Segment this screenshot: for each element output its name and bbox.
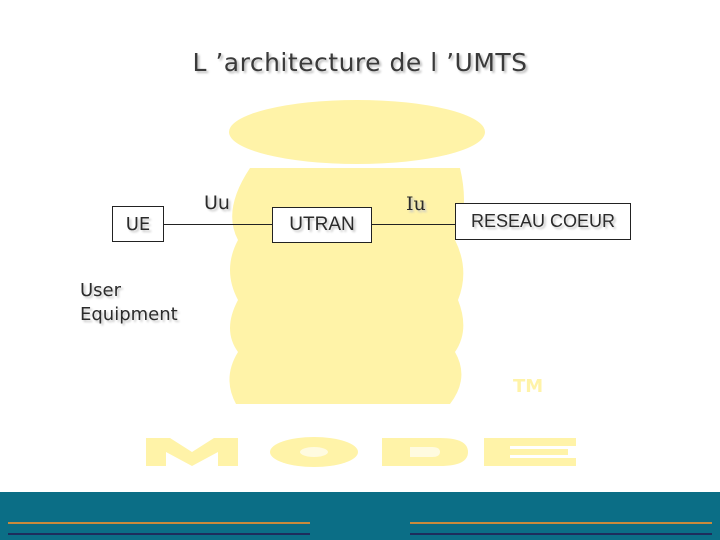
ue-node-label: UE xyxy=(125,213,151,235)
watermark-blob-top xyxy=(229,100,485,164)
slide-title: L ’architecture de l ’UMTS xyxy=(192,48,528,77)
watermark-body-shape xyxy=(229,168,464,404)
watermark-letter-d-inner xyxy=(410,447,440,457)
uu-link-line xyxy=(164,224,272,225)
ue-description-line-1: User xyxy=(80,280,122,301)
footer-dark-line-right xyxy=(410,533,712,535)
uu-interface-label: Uu xyxy=(204,192,230,214)
utran-node: UTRAN xyxy=(272,207,372,243)
footer-accent-line-right xyxy=(410,522,712,524)
iu-link-line xyxy=(372,224,455,225)
core-network-node-label: RESEAU COEUR xyxy=(470,211,616,231)
footer-dark-line-left xyxy=(8,533,310,535)
utran-node-label: UTRAN xyxy=(289,214,355,235)
watermark-letter-e xyxy=(484,438,576,466)
watermark-letter-o-inner xyxy=(300,447,328,457)
watermark-letter-m xyxy=(146,438,238,466)
footer-bar xyxy=(0,492,720,540)
ue-description-line-2: Equipment xyxy=(80,304,178,325)
footer-accent-line-left xyxy=(8,522,310,524)
watermark-tm: TM xyxy=(513,376,543,397)
iu-interface-label: Iu xyxy=(406,193,426,215)
core-network-node: RESEAU COEUR xyxy=(455,203,631,240)
ue-node: UE xyxy=(112,206,164,242)
